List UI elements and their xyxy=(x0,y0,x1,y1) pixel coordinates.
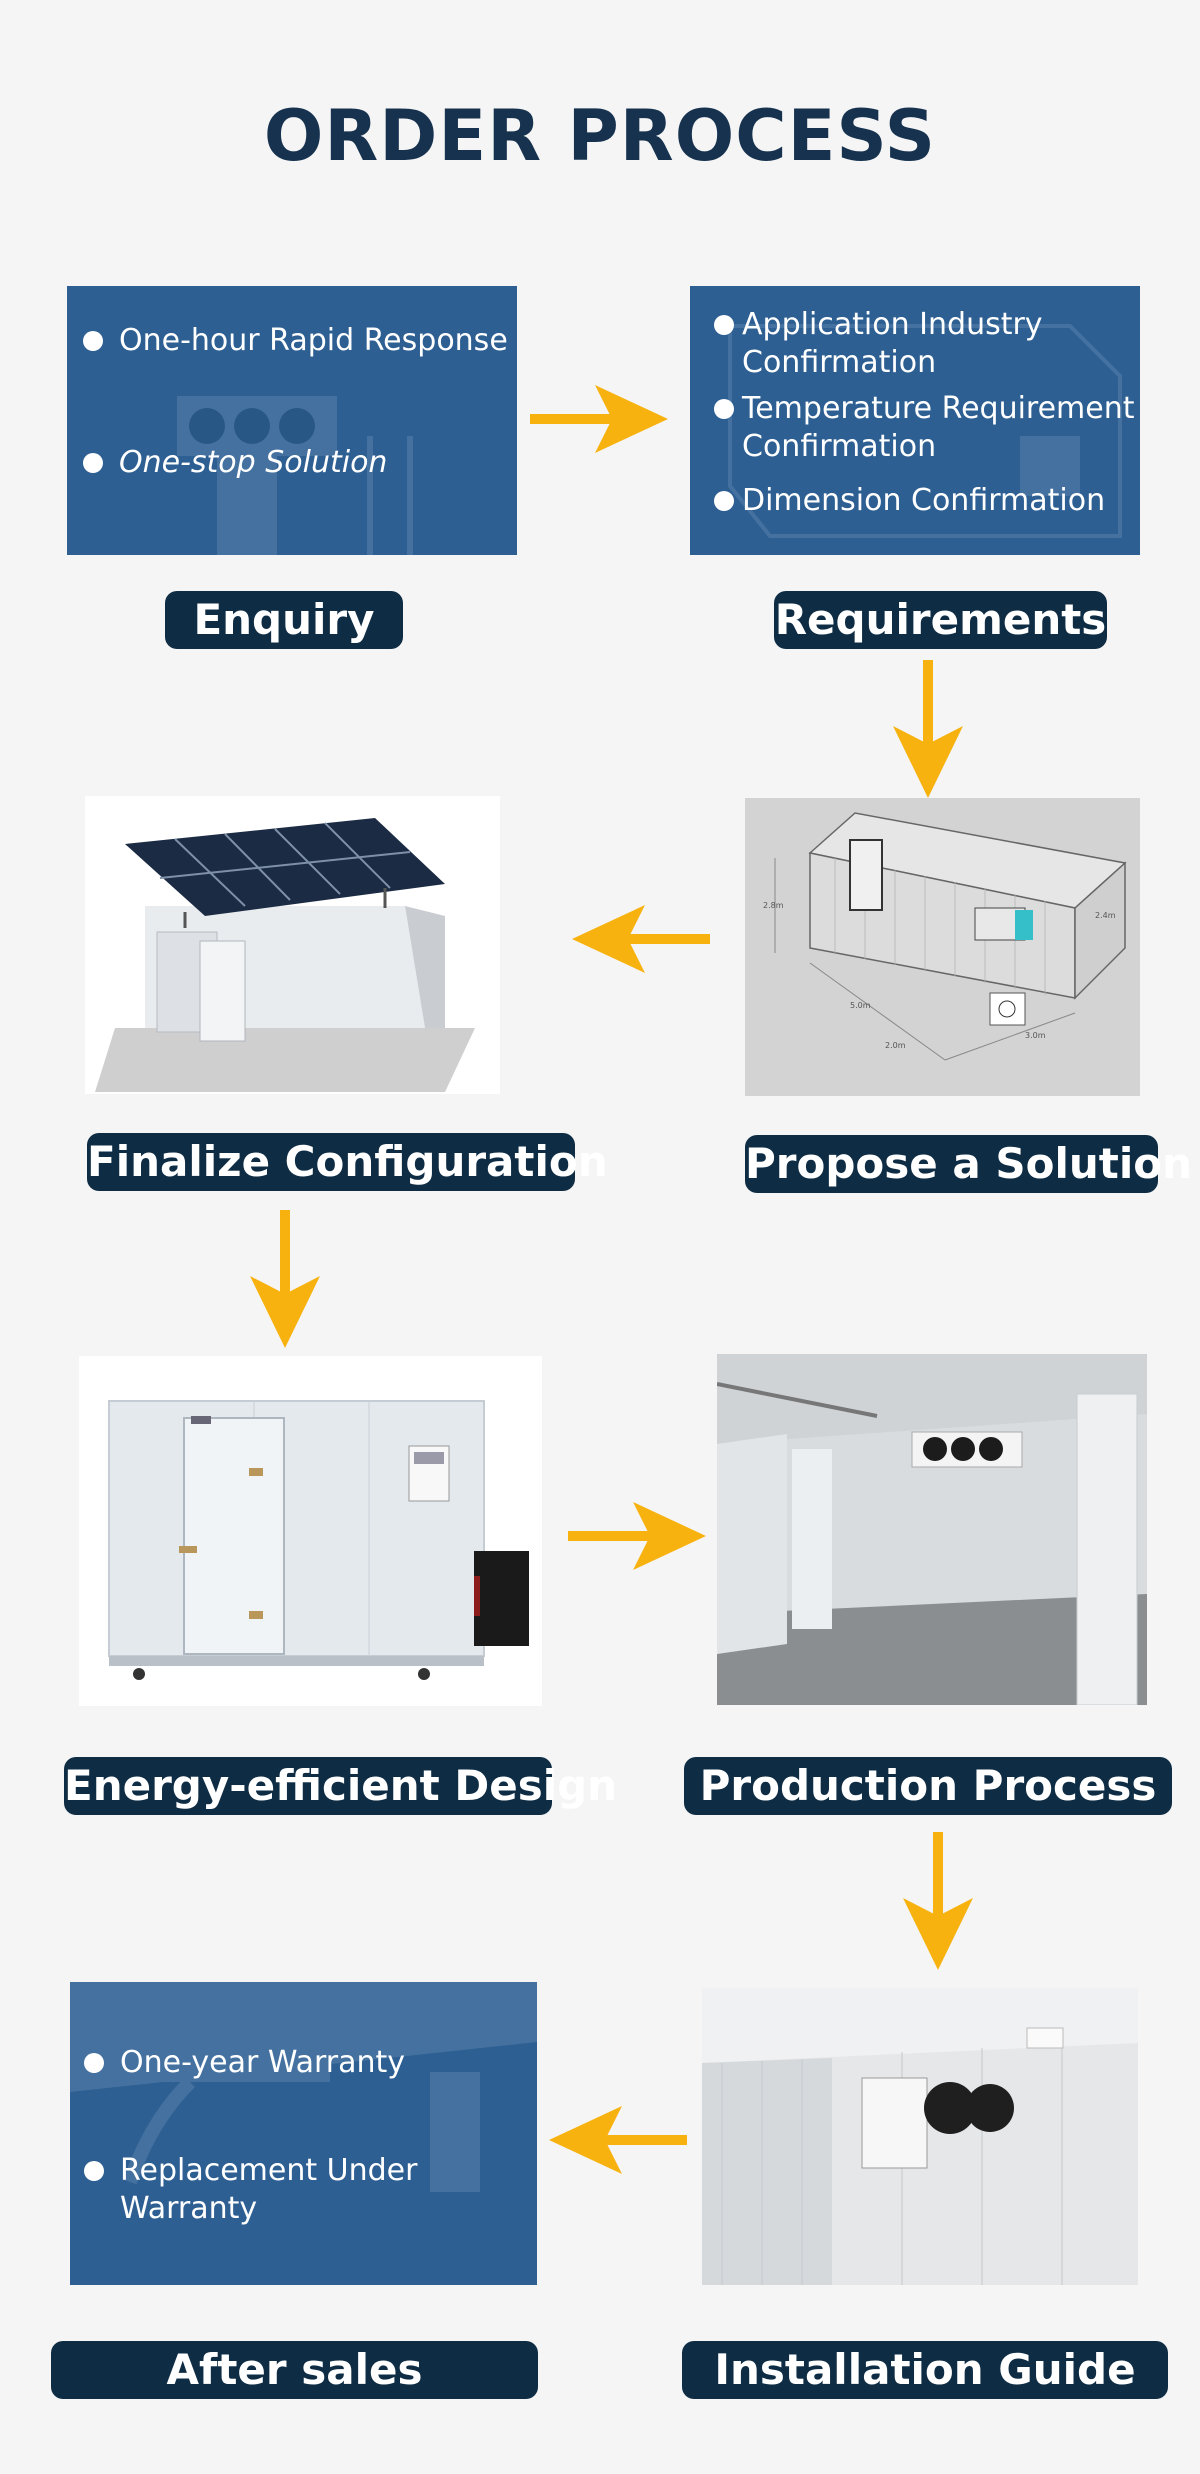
bullet-item: One-stop Solution xyxy=(83,444,387,482)
arrow-down-icon xyxy=(893,660,963,798)
background-scaffold-graphic xyxy=(177,396,413,555)
step-label-enquiry: Enquiry xyxy=(165,591,403,649)
arrow-right-icon xyxy=(568,1502,706,1570)
svg-text:2.8m: 2.8m xyxy=(763,901,784,910)
step-label-installation-guide: Installation Guide xyxy=(682,2341,1168,2399)
solar-cold-room-image xyxy=(85,796,500,1094)
svg-text:5.0m: 5.0m xyxy=(850,1001,871,1010)
enquiry-box: One-hour Rapid Response One-stop Solutio… xyxy=(67,286,517,555)
bullet-item: Dimension Confirmation xyxy=(714,482,1105,520)
cold-room-3d-drawing-image: 5.0m 2.8m 2.4m 2.0m 3.0m xyxy=(745,798,1140,1096)
background-room-graphic xyxy=(728,324,1122,538)
step-label-propose-solution: Propose a Solution xyxy=(745,1135,1192,1193)
bullet-dot-icon xyxy=(84,2053,104,2073)
bullet-dot-icon xyxy=(83,331,103,351)
arrow-down-icon xyxy=(903,1832,973,1970)
arrow-left-icon xyxy=(549,2106,687,2174)
step-label-requirements: Requirements xyxy=(774,591,1107,649)
bullet-text: Dimension Confirmation xyxy=(742,483,1106,518)
bullet-text: One-hour Rapid Response xyxy=(119,323,508,358)
svg-text:2.0m: 2.0m xyxy=(885,1041,906,1050)
bullet-text: One-stop Solution xyxy=(119,445,388,480)
arrow-right-icon xyxy=(530,385,668,453)
bullet-dot-icon xyxy=(84,2161,104,2181)
step-label-production-process: Production Process xyxy=(684,1757,1172,1815)
bullet-dot-icon xyxy=(714,315,734,335)
page-title: ORDER PROCESS xyxy=(263,95,937,177)
arrow-down-icon xyxy=(250,1210,320,1348)
bullet-dot-icon xyxy=(83,453,103,473)
svg-text:2.4m: 2.4m xyxy=(1095,911,1116,920)
step-label-after-sales: After sales xyxy=(51,2341,538,2399)
svg-text:3.0m: 3.0m xyxy=(1025,1031,1046,1040)
arrow-left-icon xyxy=(572,905,710,973)
step-label-energy-efficient-design: Energy-efficient Design xyxy=(64,1757,617,1815)
bullet-item: One-hour Rapid Response xyxy=(83,322,508,360)
bullet-dot-icon xyxy=(714,399,734,419)
evaporator-installed-image xyxy=(702,1988,1138,2285)
step-label-finalize-configuration: Finalize Configuration xyxy=(87,1133,608,1191)
bullet-dot-icon xyxy=(714,491,734,511)
cold-room-interior-image xyxy=(717,1354,1147,1705)
cold-room-with-condensing-unit-image xyxy=(79,1356,542,1706)
bullet-text: One-year Warranty xyxy=(120,2045,406,2080)
background-evaporator-graphic xyxy=(70,1982,537,2192)
bullet-item: One-year Warranty xyxy=(84,2044,405,2082)
